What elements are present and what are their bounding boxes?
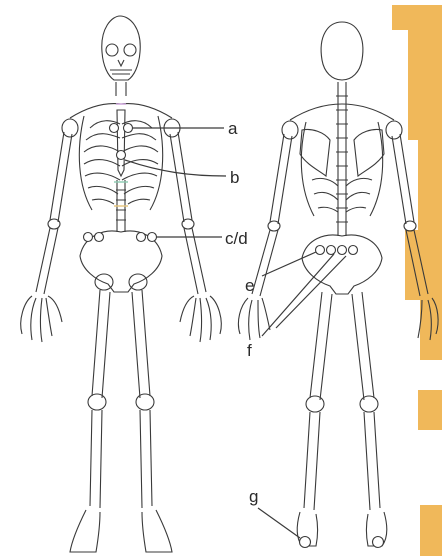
label-a: a: [228, 119, 238, 138]
label-cd: c/d: [225, 229, 248, 248]
label-e: e: [245, 276, 254, 295]
leader-line-f1: [262, 254, 334, 336]
leader-line-f2: [276, 256, 346, 328]
leader-line-e: [262, 252, 316, 276]
leader-line-g: [258, 508, 300, 538]
label-g: g: [249, 487, 258, 506]
front-skeleton: [21, 16, 222, 552]
label-b: b: [230, 168, 239, 187]
label-f: f: [247, 341, 252, 360]
